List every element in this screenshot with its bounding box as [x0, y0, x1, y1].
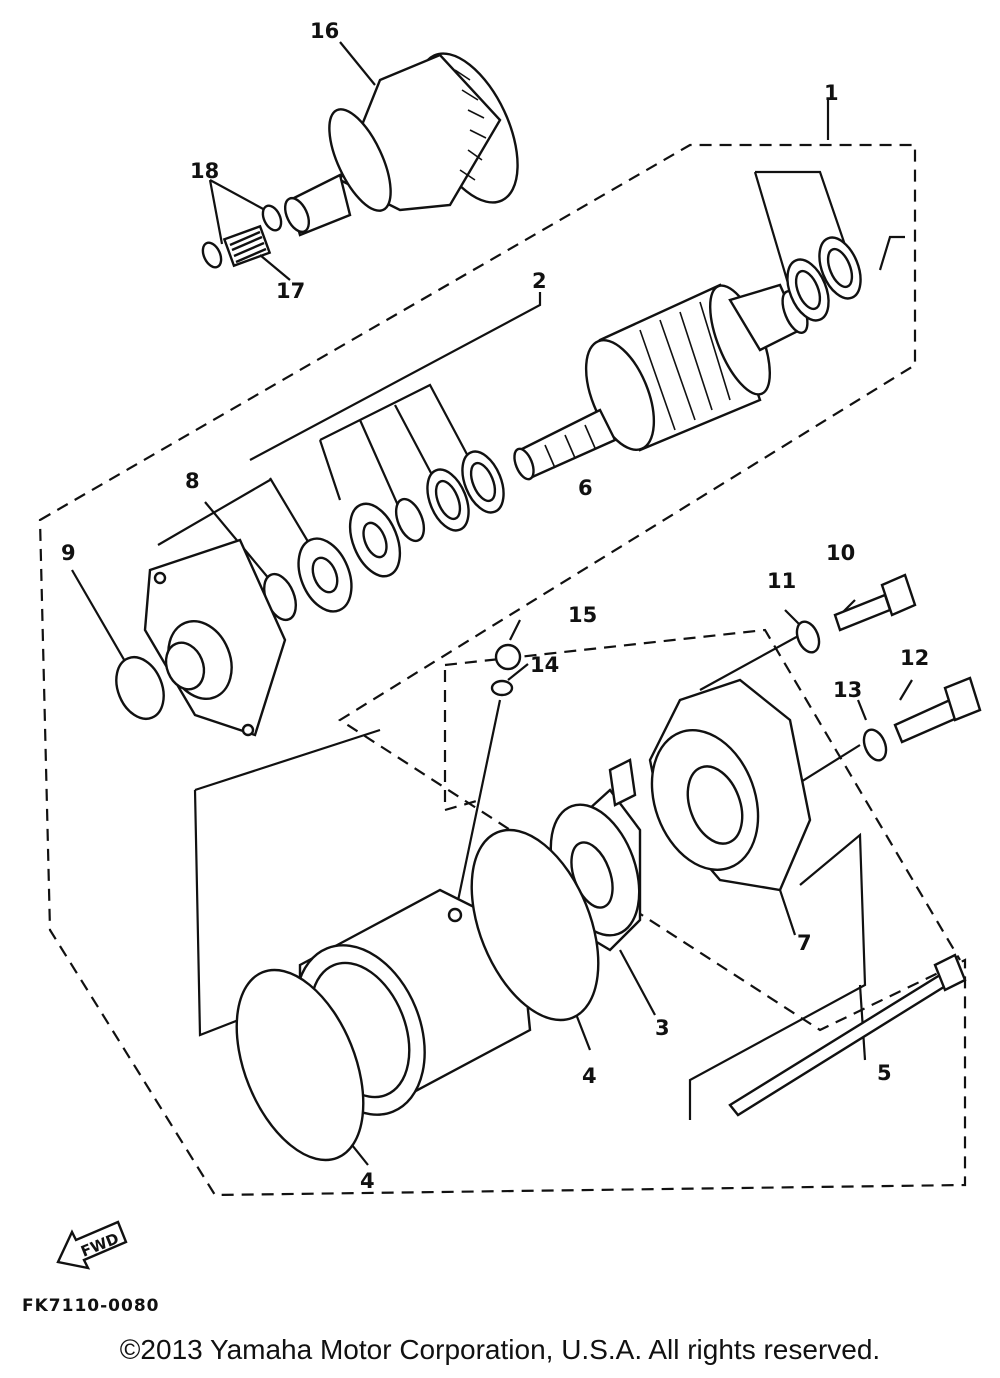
callout-8: 8: [185, 469, 200, 493]
callout-4-front: 4: [360, 1169, 375, 1193]
callout-18: 18: [190, 159, 219, 183]
callout-6: 6: [578, 476, 593, 500]
callout-13: 13: [833, 678, 862, 702]
callout-17: 17: [276, 279, 305, 303]
part-18-washers: [201, 204, 283, 269]
assembly-boundary-1: [38, 143, 967, 1197]
part-5-through-bolt: [728, 953, 967, 1117]
callout-5: 5: [877, 1061, 892, 1085]
part-9-o-ring: [115, 656, 165, 720]
callout-1: 1: [824, 81, 839, 105]
part-14-washer: [490, 679, 514, 697]
diagram-code: FK7110-0080: [22, 1296, 160, 1316]
callout-9: 9: [61, 541, 76, 565]
sub-boundary-14-15: [443, 670, 481, 812]
part-13-washer: [862, 728, 888, 762]
part-17-spring: [222, 224, 272, 268]
callout-numbers: 1 2 3 4 4 5 6 7 8 9 10 11 12 13 14 15 16…: [61, 19, 929, 1193]
front-cover: [143, 538, 287, 737]
part-11-washer: [795, 620, 821, 654]
fwd-direction-arrow: FWD: [56, 1220, 128, 1270]
part-12-bolt: [893, 676, 982, 744]
callout-10: 10: [826, 541, 855, 565]
callout-14: 14: [530, 653, 559, 677]
callout-2: 2: [532, 269, 547, 293]
part-4-gasket-front: [235, 968, 365, 1162]
part-8-bearings: [263, 537, 353, 622]
part-4-gasket-rear: [470, 828, 600, 1022]
part-7-rear-cover: [648, 678, 812, 892]
part-6-armature: [513, 283, 809, 481]
callout-15: 15: [568, 603, 597, 627]
assembly-boundary-inner: [444, 628, 961, 961]
callout-3: 3: [655, 1016, 670, 1040]
callout-16: 16: [310, 19, 339, 43]
callout-7: 7: [797, 931, 812, 955]
callout-12: 12: [900, 646, 929, 670]
copyright-notice: ©2013 Yamaha Motor Corporation, U.S.A. A…: [119, 1334, 881, 1365]
part-2-shims-and-washers: [348, 236, 862, 578]
part-10-bolt: [833, 573, 917, 632]
part-15-nut: [494, 643, 522, 671]
callout-11: 11: [767, 569, 796, 593]
part-16-starter-gear: [283, 52, 519, 237]
callout-4-rear: 4: [582, 1064, 597, 1088]
